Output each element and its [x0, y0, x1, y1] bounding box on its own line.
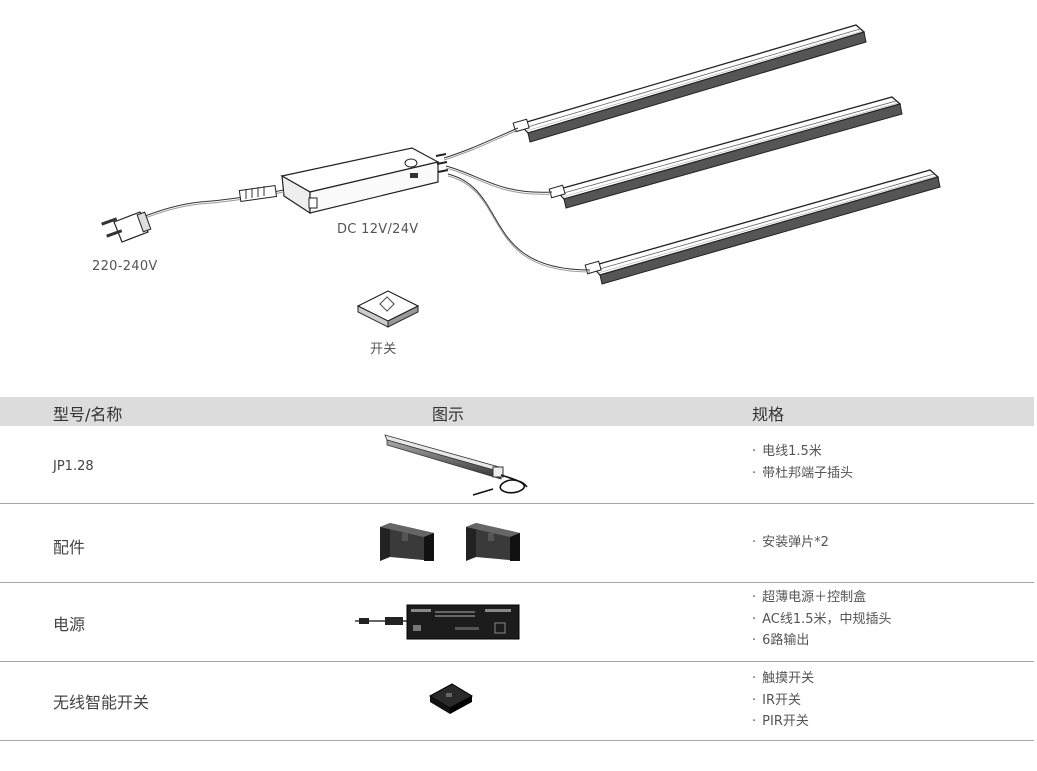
row-specs: 超薄电源＋控制盒 AC线1.5米，中规插头 6路输出 [752, 587, 892, 652]
row-name: 无线智能开关 [53, 693, 150, 712]
dc-voltage-label: DC 12V/24V [337, 222, 419, 237]
product-diagram: 220-240V DC 12V/24V 开关 [0, 0, 1037, 370]
header-spec: 规格 [752, 405, 785, 424]
table-row: JP1.28 电线1.5米 带杜邦端子插头 [0, 426, 1034, 504]
spec-item: 带杜邦端子插头 [752, 463, 853, 485]
led-strip-icon [384, 434, 528, 496]
table-row: 配件 安装弹片*2 [0, 504, 1034, 583]
row-name: 电源 [53, 615, 86, 634]
led-bar-middle [548, 96, 903, 209]
switch-label: 开关 [370, 342, 397, 357]
power-supply-icon [355, 604, 520, 640]
spec-item: 超薄电源＋控制盒 [752, 587, 892, 609]
ac-cord [139, 184, 285, 221]
mounting-clip-icon [380, 523, 520, 561]
spec-item: 安装弹片*2 [752, 532, 829, 554]
ac-plug-icon [101, 211, 152, 243]
table-row: 无线智能开关 触摸开关 IR开关 PIR开关 [0, 662, 1034, 741]
header-model: 型号/名称 [53, 405, 123, 424]
controller-box [280, 147, 449, 215]
led-bar-bottom [584, 169, 941, 285]
row-specs: 电线1.5米 带杜邦端子插头 [752, 441, 853, 484]
system-diagram-illustration [101, 24, 941, 328]
switch-pad-icon [356, 290, 420, 328]
spec-table: 型号/名称 图示 规格 JP1.28 电线1.5米 带杜邦端子插头 配件 [0, 397, 1034, 741]
row-specs: 安装弹片*2 [752, 532, 829, 554]
spec-item: IR开关 [752, 690, 814, 712]
wireless-switch-icon [428, 683, 474, 714]
table-row: 电源 超薄电源＋控制盒 AC线1.5米，中规插头 6路输出 [0, 583, 1034, 662]
row-specs: 触摸开关 IR开关 PIR开关 [752, 668, 814, 733]
spec-item: AC线1.5米，中规插头 [752, 609, 891, 631]
ac-voltage-label: 220-240V [92, 259, 158, 274]
row-name: 配件 [53, 538, 86, 557]
spec-item: 触摸开关 [752, 668, 814, 690]
row-name: JP1.28 [53, 459, 94, 474]
spec-item: 电线1.5米 [752, 441, 853, 463]
led-bar-top [512, 24, 867, 143]
header-picture: 图示 [432, 405, 465, 424]
spec-item: 6路输出 [752, 630, 892, 652]
spec-item: PIR开关 [752, 711, 814, 733]
table-header: 型号/名称 图示 规格 [0, 397, 1034, 426]
